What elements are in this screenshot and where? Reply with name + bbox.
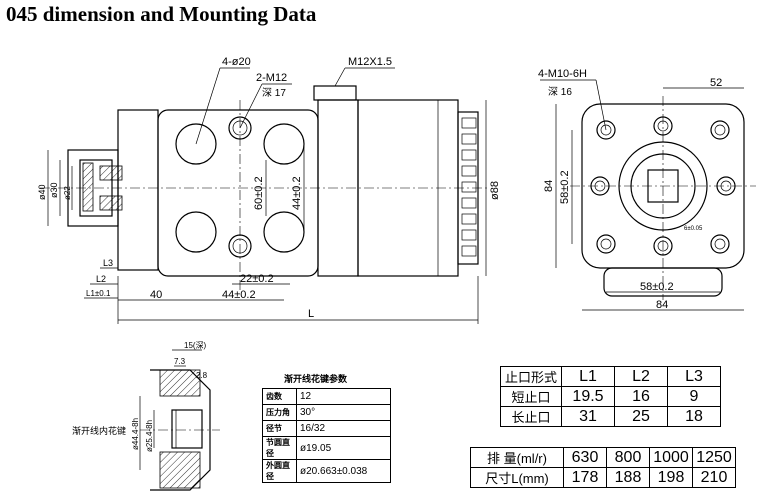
mount-hole — [263, 123, 305, 165]
dim-22: 22±0.2 — [240, 273, 274, 285]
dim-L1: L1±0.1 — [86, 289, 111, 298]
table-row: 长止口 31 25 18 — [500, 406, 721, 427]
dim-58-horizontal: 58±0.2 — [640, 281, 674, 293]
page-title: 045 dimension and Mounting Data — [6, 2, 317, 26]
flange — [117, 109, 159, 271]
bolt-hole — [710, 234, 730, 254]
dim-d44: ø44.4-8h — [131, 418, 140, 450]
mount-hole — [263, 211, 305, 253]
callout-thread: 2-M12 — [256, 72, 287, 84]
dim-d22: ø22 — [63, 186, 72, 200]
spline-detail: 15(深) 7.3 2.8 ø44.4-8h ø25.4-8h 渐开线内花键 — [72, 341, 220, 491]
dim-52: 52 — [710, 77, 722, 89]
mount-hole — [175, 123, 217, 165]
callout-port: M12X1.5 — [348, 56, 392, 68]
dim-L3: L3 — [103, 258, 113, 268]
dim-88: ø88 — [489, 181, 501, 200]
dim-58-vertical: 58±0.2 — [559, 170, 571, 204]
bolt-hole — [596, 120, 616, 140]
table-row: 短止口 19.5 16 9 — [500, 386, 721, 407]
side-callout-depth: 深 16 — [548, 86, 572, 98]
spline-table-caption: 渐开线花键参数 — [284, 374, 348, 384]
dim-L2: L2 — [96, 274, 106, 284]
dim-44b: 44±0.2 — [222, 289, 256, 301]
bolt-heads — [461, 117, 477, 257]
dim-44: 44±0.2 — [291, 176, 303, 210]
dim-d30: ø30 — [49, 182, 59, 198]
dim-84-vertical: 84 — [543, 180, 555, 192]
side-callout-thread: 4-M10-6H — [538, 68, 587, 80]
dim-d25: ø25.4-8h — [145, 420, 154, 452]
dim-28: 2.8 — [196, 371, 208, 380]
dim-84-horizontal: 84 — [656, 299, 668, 311]
table-row: 尺寸L(mm) 178 188 198 210 — [470, 467, 736, 488]
front-view: 4-ø20 2-M12 深 17 M12X1.5 60±0.2 44±0.2 ø… — [37, 56, 501, 324]
dim-L: L — [308, 308, 314, 320]
dim-small: 6±0.05 — [684, 226, 703, 232]
dim-7: 7.3 — [174, 357, 186, 366]
bolt-hole — [596, 234, 616, 254]
dim-d40: ø40 — [37, 184, 47, 200]
bolt-hole — [710, 120, 730, 140]
displacement-table: 排 量(ml/r) 630 800 1000 1250 尺寸L(mm) 178 … — [470, 447, 736, 488]
mount-hole — [175, 211, 217, 253]
side-view: 4-M10-6H 深 16 52 84 58±0.2 58±0.2 84 6±0… — [538, 68, 756, 311]
dim-60: 60±0.2 — [253, 176, 265, 210]
callout-depth: 深 17 — [262, 87, 286, 99]
port-boss — [313, 85, 357, 101]
dim-40: 40 — [150, 289, 162, 301]
table-row: 排 量(ml/r) 630 800 1000 1250 — [470, 447, 736, 468]
dim-15: 15(深) — [184, 341, 207, 350]
spline-label: 渐开线内花键 — [72, 425, 126, 436]
stop-type-table: 止口形式 L1 L2 L3 短止口 19.5 16 9 长止口 31 25 18 — [500, 366, 721, 427]
table-header-row: 止口形式 L1 L2 L3 — [500, 366, 721, 387]
callout-holes: 4-ø20 — [222, 56, 251, 68]
